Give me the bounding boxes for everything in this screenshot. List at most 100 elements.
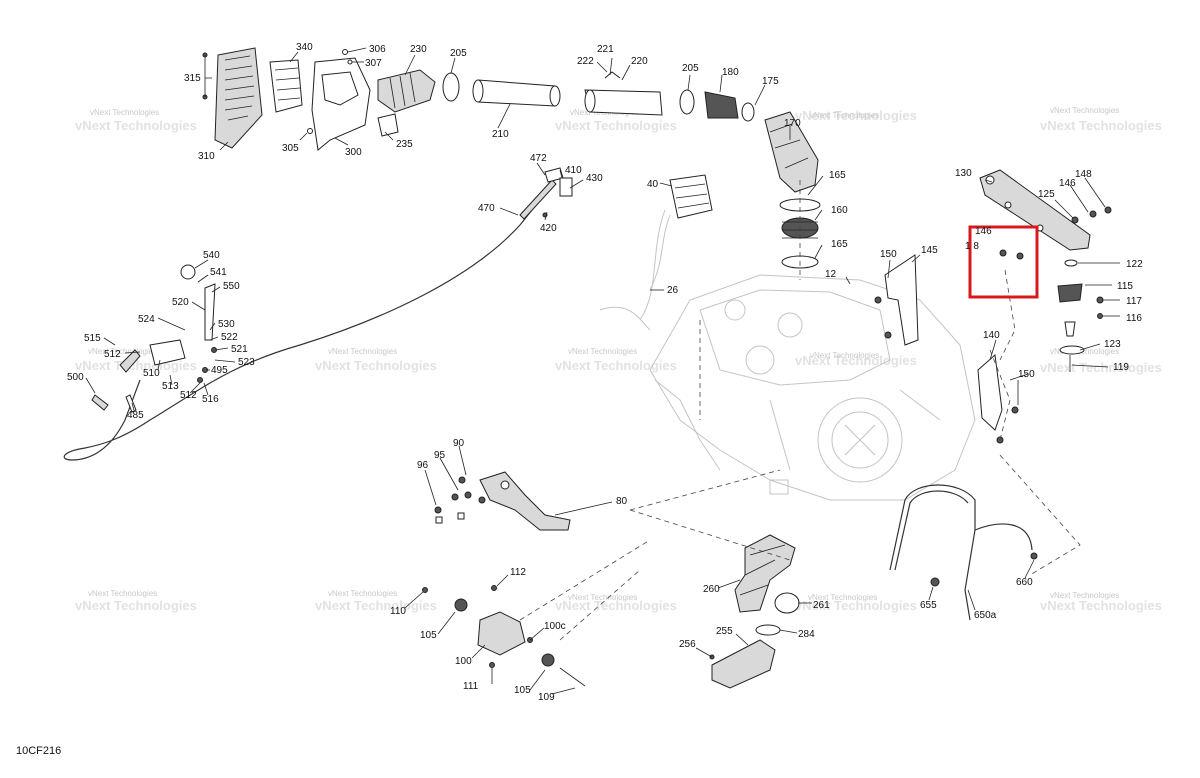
pedal-assembly bbox=[434, 471, 571, 531]
callout-117: 117 bbox=[1126, 296, 1142, 307]
watermark: vNext Technologies bbox=[1040, 360, 1162, 375]
callout-150: 150 bbox=[880, 249, 897, 260]
watermark: vNext Technologies bbox=[1050, 347, 1119, 356]
callout-522: 522 bbox=[221, 332, 238, 343]
callout-146: 146 bbox=[1059, 178, 1076, 189]
callout-510: 510 bbox=[143, 368, 160, 379]
callout-105: 105 bbox=[420, 630, 437, 641]
callout-516: 516 bbox=[202, 394, 219, 405]
intake-duct-assembly bbox=[584, 71, 819, 193]
callout-230: 230 bbox=[410, 44, 427, 55]
callout-235: 235 bbox=[396, 139, 413, 150]
intake-hoses bbox=[709, 534, 800, 689]
watermark: vNext Technologies bbox=[1050, 591, 1119, 600]
callout-205: 205 bbox=[450, 48, 467, 59]
watermark: vNext Technologies bbox=[795, 598, 917, 613]
module-part-40 bbox=[649, 174, 713, 291]
watermark: vNext Technologies bbox=[1040, 598, 1162, 613]
callout-100: 100 bbox=[455, 656, 472, 667]
callout-40: 40 bbox=[647, 179, 659, 190]
watermark: vNext Technologies bbox=[555, 118, 677, 133]
callout-148: 148 bbox=[1075, 169, 1092, 180]
watermark: vNext Technologies bbox=[795, 108, 917, 123]
callout-655: 655 bbox=[920, 600, 937, 611]
callout-221: 221 bbox=[597, 44, 614, 55]
watermark: vNext Technologies bbox=[1050, 106, 1119, 115]
callout-307: 307 bbox=[365, 58, 382, 69]
callout-310: 310 bbox=[198, 151, 215, 162]
watermark: vNext Technologies bbox=[810, 351, 879, 360]
callout-410: 410 bbox=[565, 165, 582, 176]
callout-261: 261 bbox=[813, 600, 830, 611]
callout-260: 260 bbox=[703, 584, 720, 595]
callout-90: 90 bbox=[453, 438, 465, 449]
callout-430: 430 bbox=[586, 173, 603, 184]
callout-123: 123 bbox=[1104, 339, 1121, 350]
callout-122: 122 bbox=[1126, 259, 1143, 270]
callout-541: 541 bbox=[210, 267, 227, 278]
callout-175: 175 bbox=[762, 76, 779, 87]
watermark: vNext Technologies bbox=[75, 598, 197, 613]
pedal-bracket-assembly bbox=[422, 585, 586, 687]
mount-brackets-145-140 bbox=[874, 254, 1019, 444]
callout-660: 660 bbox=[1016, 577, 1033, 588]
callout-165: 165 bbox=[829, 170, 846, 181]
air-filter-box-assembly bbox=[202, 47, 561, 151]
callout-170: 170 bbox=[784, 118, 801, 129]
diagram-reference-code: 10CF216 bbox=[16, 745, 62, 757]
callout-222: 222 bbox=[577, 56, 594, 67]
callout-513: 513 bbox=[162, 381, 179, 392]
callout-540: 540 bbox=[203, 250, 220, 261]
watermark: vNext Technologies bbox=[315, 598, 437, 613]
callout-515: 515 bbox=[84, 333, 101, 344]
callout-119: 119 bbox=[1113, 362, 1129, 373]
highlight-box bbox=[968, 225, 1039, 299]
watermark: vNext Technologies bbox=[88, 347, 157, 356]
watermark: vNext Technologies bbox=[315, 358, 437, 373]
callout-110: 110 bbox=[390, 606, 406, 617]
callout-205: 205 bbox=[682, 63, 699, 74]
watermark: vNext Technologies bbox=[568, 347, 637, 356]
callout-160: 160 bbox=[831, 205, 848, 216]
callout-472: 472 bbox=[530, 153, 547, 164]
callout-1-8: 1 8 bbox=[965, 241, 979, 252]
callout-109: 109 bbox=[538, 692, 555, 703]
watermark: vNext Technologies bbox=[328, 589, 397, 598]
watermark: vNext Technologies bbox=[808, 593, 877, 602]
callout-80: 80 bbox=[616, 496, 628, 507]
callout-180: 180 bbox=[722, 67, 739, 78]
callout-650a: 650a bbox=[974, 610, 997, 621]
callout-116: 116 bbox=[1126, 313, 1142, 324]
callout-95: 95 bbox=[434, 450, 446, 461]
callout-165: 165 bbox=[831, 239, 848, 250]
callout-145: 145 bbox=[921, 245, 938, 256]
callout-284: 284 bbox=[798, 629, 815, 640]
callout-523: 523 bbox=[238, 357, 255, 368]
callout-520: 520 bbox=[172, 297, 189, 308]
watermark: vNext Technologies bbox=[75, 118, 197, 133]
callout-111: 111 bbox=[463, 681, 479, 692]
leader-lines bbox=[85, 47, 1120, 695]
watermark: vNext Technologies bbox=[88, 589, 157, 598]
callout-305: 305 bbox=[282, 143, 299, 154]
watermarks: vNext Technologies vNext Technologies vN… bbox=[75, 106, 1162, 613]
callout-100c: 100c bbox=[544, 621, 566, 632]
callout-306: 306 bbox=[369, 44, 386, 55]
callout-512: 512 bbox=[104, 349, 121, 360]
callout-labels: 315 340 306 307 230 205 221 222 220 205 … bbox=[67, 42, 1143, 703]
watermark: vNext Technologies bbox=[555, 358, 677, 373]
callout-112: 112 bbox=[510, 567, 526, 578]
callout-125: 125 bbox=[1038, 189, 1055, 200]
watermark: vNext Technologies bbox=[810, 111, 879, 120]
vent-hose-650a bbox=[889, 484, 1038, 621]
support-bracket-130 bbox=[979, 169, 1112, 372]
callout-315: 315 bbox=[184, 73, 201, 84]
callout-524: 524 bbox=[138, 314, 155, 325]
callout-530: 530 bbox=[218, 319, 235, 330]
callout-220: 220 bbox=[631, 56, 648, 67]
callout-500: 500 bbox=[67, 372, 84, 383]
engine-block-ghost bbox=[599, 209, 976, 501]
watermark: vNext Technologies bbox=[328, 347, 397, 356]
callout-521: 521 bbox=[231, 344, 248, 355]
